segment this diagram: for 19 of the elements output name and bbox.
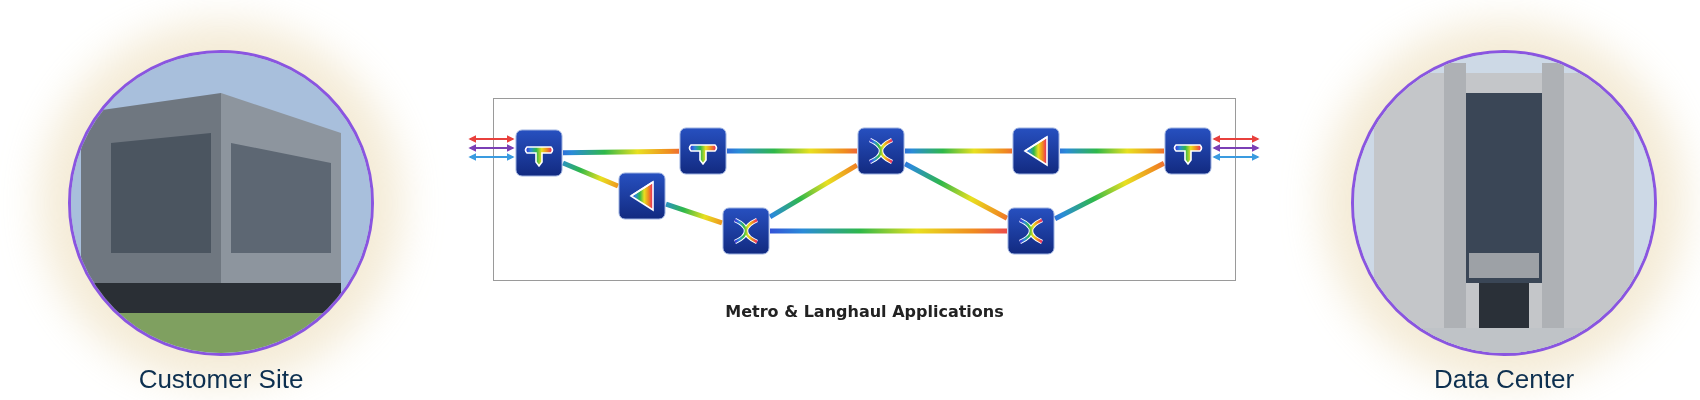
fiber-link [727, 148, 857, 154]
fiber-link [903, 161, 1009, 221]
fiber-link [770, 228, 1007, 234]
fiber-link [665, 201, 723, 226]
arrow [1212, 144, 1260, 152]
fiber-link [1060, 148, 1164, 154]
fiber-link [562, 160, 619, 189]
fiber-link [905, 148, 1012, 154]
site-label: Customer Site [138, 364, 304, 395]
arrow [468, 135, 515, 143]
arrow [468, 144, 515, 152]
site-label: Data Center [1433, 364, 1575, 395]
fiber-link [768, 163, 859, 219]
fiber-link [1053, 161, 1166, 221]
arrow [1212, 135, 1260, 143]
panel-caption: Metro & Langhaul Applications [724, 302, 1005, 321]
arrow [468, 153, 515, 161]
fiber-link [562, 148, 680, 156]
arrow [1212, 153, 1260, 161]
